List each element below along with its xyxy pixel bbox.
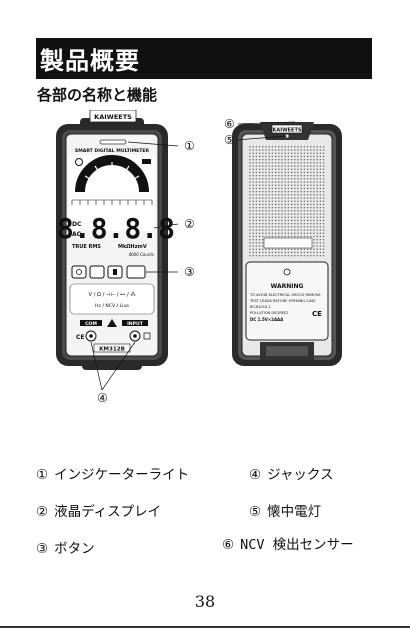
warning-line-5: DC 1.5V×2AAA [250, 317, 284, 322]
input-label: INPUT [127, 321, 144, 327]
callout-2: ② [184, 217, 195, 231]
title-underline [36, 76, 372, 79]
com-label: COM [85, 321, 97, 327]
selector-legend: V / Ω / ⊣⊢ / ⊷ / ⁂ [88, 291, 136, 298]
warning-line-2: TEST LEADS BEFORE OPENING CASE [249, 299, 316, 303]
page-number: 38 [0, 592, 410, 611]
true-rms-label: TRUE RMS [72, 244, 101, 250]
section-subtitle: 各部の名称と機能 [37, 84, 157, 105]
warning-line-4: POLLUTION DEGREE2 [250, 311, 289, 315]
power-button[interactable] [72, 266, 86, 278]
lcd-digits: 8.8.8.8 [57, 212, 175, 245]
selector-legend-2: Hz / NCV / Live [95, 303, 129, 309]
brand-label: KAIWEETS [94, 113, 132, 121]
func-button[interactable] [127, 266, 145, 278]
callout-1: ① [184, 139, 195, 153]
title-bar: 製品概要 [36, 38, 372, 76]
multimeter-figure: KAIWEETS SMART DIGITAL MULTIMETER DC AC … [50, 110, 370, 410]
back-brand: KAIWEETS [273, 128, 302, 134]
model-number: KM312B [99, 347, 125, 353]
battery-icon [142, 159, 151, 164]
svg-text:CE: CE [76, 334, 85, 341]
page-title: 製品概要 [40, 41, 140, 76]
hold-button[interactable] [90, 266, 104, 278]
callout-6: ⑥ [224, 117, 235, 131]
warning-title: WARNING [271, 283, 304, 290]
bottom-rule [0, 626, 410, 628]
multimeter-front: KAIWEETS SMART DIGITAL MULTIMETER DC AC … [56, 110, 175, 370]
counts-label: 4000 Counts [129, 252, 154, 257]
callout-4: ④ [97, 391, 108, 405]
multimeter-back: KAIWEETS WARNING TO AVOID ELECTRICAL SHO… [232, 122, 342, 366]
warning-line-1: TO AVOID ELECTRICAL SHOCK REMOVE [249, 293, 321, 297]
model-label: SMART DIGITAL MULTIMETER [75, 148, 150, 154]
callout-3: ③ [184, 265, 195, 279]
indicator-light [100, 140, 126, 144]
svg-text:CE: CE [312, 310, 322, 318]
units-label: MkΩHzmV [118, 244, 147, 250]
warning-line-3: IEC61010-1 [250, 305, 271, 309]
callout-5: ⑤ [224, 133, 235, 147]
